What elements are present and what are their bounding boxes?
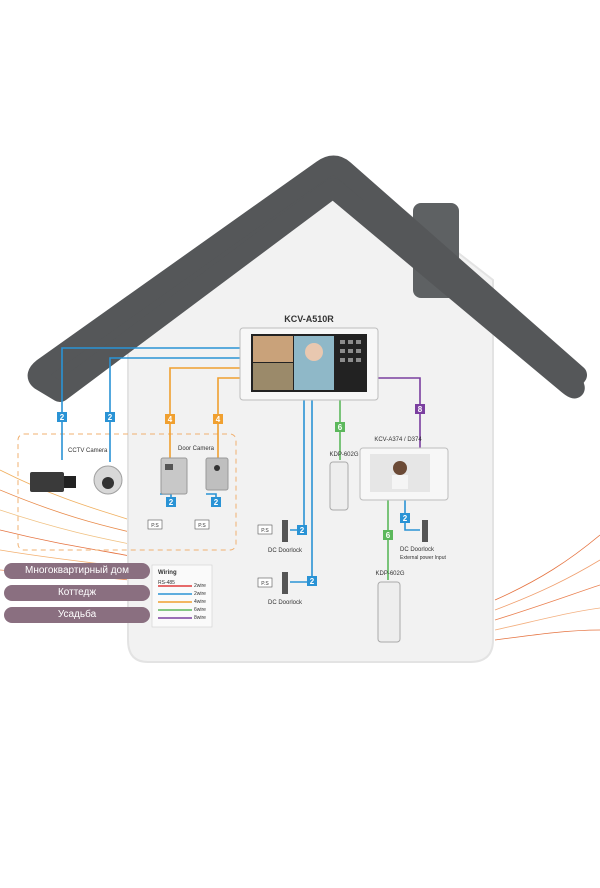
svg-text:4: 4	[216, 415, 221, 424]
menu-apartment-button[interactable]: Многоквартирный дом	[4, 563, 150, 579]
svg-text:2: 2	[300, 526, 305, 535]
legend-item-value: 6wire	[194, 607, 206, 613]
legend-item-label: RS-485	[158, 580, 175, 586]
door-camera-1	[160, 457, 188, 495]
camera-zone	[17, 433, 237, 551]
wire-badge-cctv1: 2	[57, 412, 67, 422]
doorlock-sub: DC Doorlock External power Input	[400, 520, 446, 561]
wiring-legend: Wiring RS-485 2wire 2wire 4wire 6wire 8wire	[151, 564, 213, 628]
doorlock-label-1: DC Doorlock	[268, 548, 303, 554]
wire-badge-sub-handset: 6	[383, 530, 393, 540]
menu-cottage-button[interactable]: Коттедж	[4, 585, 150, 601]
wire-badge-lock2: 2	[307, 576, 317, 586]
house-body	[127, 163, 494, 663]
svg-text:2: 2	[169, 498, 174, 507]
main-unit-title: KCV-A510R	[284, 314, 334, 324]
legend-item-value: 8wire	[194, 615, 206, 621]
svg-text:2: 2	[310, 577, 315, 586]
svg-text:6: 6	[386, 531, 391, 540]
swoosh-lines-right	[494, 534, 600, 641]
wire-badge-door2: 4	[213, 414, 223, 424]
menu-estate-button[interactable]: Усадьба	[4, 607, 150, 623]
sub-lock-label: DC Doorlock	[400, 547, 435, 553]
handset-bottom-label: KDP-602G	[375, 571, 404, 577]
svg-text:8: 8	[418, 405, 423, 414]
wire-badge-lock1: 2	[297, 525, 307, 535]
wire-badge-doorlock1: 2	[166, 497, 176, 507]
roof	[27, 155, 587, 402]
sub-power-label: External power Input	[400, 555, 446, 561]
cctv-camera-dome-icon	[93, 465, 123, 495]
wire-badge-sub-lock: 2	[400, 513, 410, 523]
svg-text:2: 2	[108, 413, 113, 422]
cctv-camera-label: CCTV Camera	[68, 448, 108, 454]
door-camera-2	[205, 457, 229, 491]
handset-top-label: KDP-602G	[329, 452, 358, 458]
handset-bottom: KDP-602G	[375, 571, 405, 643]
sub-monitor: KCV-A374 / D374	[359, 437, 449, 501]
ps-box-2: P.S	[194, 519, 210, 530]
svg-text:6: 6	[338, 423, 343, 432]
wire-badge-door1: 4	[165, 414, 175, 424]
cctv-camera-box-icon	[30, 472, 76, 492]
main-monitor: KCV-A510R	[239, 314, 379, 401]
sub-monitor-title: KCV-A374 / D374	[374, 437, 422, 443]
ps-box-3: P.S	[257, 524, 273, 535]
handset-top: KDP-602G	[329, 452, 359, 511]
legend-item-value: 2wire	[194, 591, 206, 597]
legend-title: Wiring	[158, 570, 177, 576]
svg-text:2: 2	[60, 413, 65, 422]
doorlock-1: DC Doorlock	[268, 520, 303, 554]
svg-text:P.S: P.S	[151, 523, 159, 529]
wire-badge-handset: 6	[335, 422, 345, 432]
ps-box-1: P.S	[147, 519, 163, 530]
legend-item-value: 2wire	[194, 583, 206, 589]
svg-text:P.S: P.S	[261, 581, 269, 587]
wire-badge-sub: 8	[415, 404, 425, 414]
svg-text:2: 2	[403, 514, 408, 523]
svg-text:2: 2	[214, 498, 219, 507]
svg-text:P.S: P.S	[198, 523, 206, 529]
svg-text:P.S: P.S	[261, 528, 269, 534]
svg-text:4: 4	[168, 415, 173, 424]
ps-box-4: P.S	[257, 577, 273, 588]
wire-badge-cctv2: 2	[105, 412, 115, 422]
door-camera-label: Door Camera	[178, 446, 215, 452]
doorlock-2: DC Doorlock	[268, 572, 303, 606]
wire-badge-doorlock2: 2	[211, 497, 221, 507]
legend-item-value: 4wire	[194, 599, 206, 605]
doorlock-label-2: DC Doorlock	[268, 600, 303, 606]
